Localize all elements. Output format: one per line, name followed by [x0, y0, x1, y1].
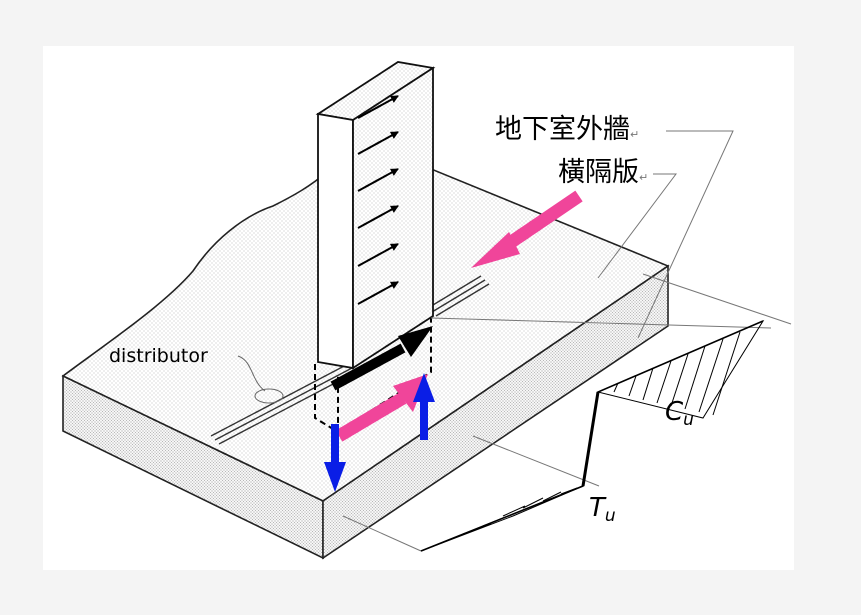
black-arrow — [330, 326, 433, 391]
basement-wall-label: 地下室外牆↵ — [495, 114, 639, 145]
blue-arrow-down — [324, 424, 346, 492]
wall-pressure-arrows — [357, 95, 399, 305]
pink-arrow-lower — [335, 374, 428, 442]
distributor-marker — [254, 388, 284, 404]
wall-label-leader — [637, 130, 734, 339]
section-guide-lines — [342, 273, 792, 552]
slab-label-leader — [597, 173, 677, 279]
blue-arrow-up — [413, 373, 435, 440]
diagram-panel: distributor — [43, 46, 794, 570]
structural-diagram: distributor — [61, 61, 792, 560]
tension-label: Tu — [589, 493, 616, 526]
compression-label: Cu — [665, 397, 694, 430]
basement-wall-column — [315, 61, 436, 370]
distributor-leader — [237, 355, 266, 392]
slab-right-face — [322, 264, 669, 560]
distributor-label: distributor — [109, 345, 208, 367]
stress-distribution — [420, 319, 765, 552]
pink-arrow-upper — [471, 190, 583, 268]
slab-label: 橫隔版↵ — [558, 157, 648, 188]
column-footprint-dashed — [314, 318, 432, 434]
